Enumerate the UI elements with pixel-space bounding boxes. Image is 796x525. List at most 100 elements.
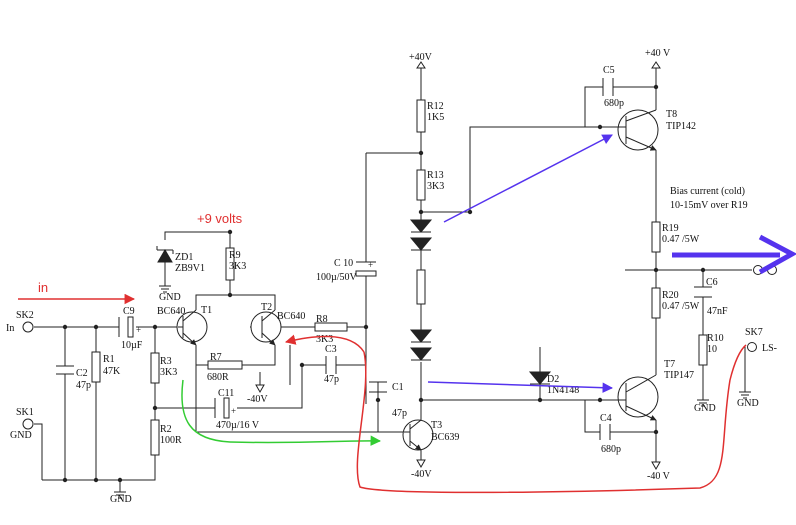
svg-text:R12: R12: [427, 101, 444, 112]
svg-text:R7: R7: [210, 352, 222, 363]
wiring: [34, 68, 752, 492]
svg-text:R19: R19: [662, 223, 679, 234]
svg-text:TIP147: TIP147: [664, 370, 694, 381]
capacitor-c1: C1 47p: [369, 381, 407, 419]
transistor-t2: T2 BC640: [250, 302, 305, 346]
svg-text:100R: 100R: [160, 435, 182, 446]
capacitor-c4: C4 680p: [599, 413, 621, 455]
capacitor-c5: C5 680p: [602, 65, 624, 109]
svg-text:T1: T1: [201, 305, 212, 316]
svg-text:3K3: 3K3: [427, 181, 444, 192]
svg-text:C4: C4: [600, 413, 612, 424]
resistor-r19: R19 0.47 /5W: [651, 221, 700, 253]
connector-sk7[interactable]: SK7 LS-: [745, 327, 777, 354]
svg-text:470µ/16 V: 470µ/16 V: [216, 420, 260, 431]
svg-text:0.47 /5W: 0.47 /5W: [662, 301, 700, 312]
annotations: in +9 volts Bias current (cold) 10-15mV …: [18, 134, 796, 494]
connector-sk1[interactable]: SK1 GND: [10, 407, 34, 441]
svg-text:+: +: [368, 260, 373, 270]
svg-text:R20: R20: [662, 290, 679, 301]
svg-text:+: +: [231, 406, 236, 416]
svg-text:T8: T8: [666, 109, 677, 120]
svg-text:C9: C9: [123, 306, 135, 317]
svg-text:R10: R10: [707, 333, 724, 344]
svg-text:T7: T7: [664, 359, 675, 370]
svg-text:R8: R8: [316, 314, 328, 325]
svg-text:R3: R3: [160, 356, 172, 367]
svg-text:C11: C11: [218, 388, 234, 399]
resistor-r13: R13 3K3: [416, 169, 444, 201]
rail-neg40-t2: -40V: [247, 394, 268, 405]
resistor-r12: R12 1K5: [416, 99, 444, 133]
svg-text:47K: 47K: [103, 366, 121, 377]
ground-symbols: GND GND GND GND: [110, 285, 759, 505]
output-arrow-head: [758, 234, 796, 275]
sk2-pin: In: [6, 323, 14, 334]
svg-text:47p: 47p: [392, 408, 407, 419]
feedback-arrow-head: [284, 334, 365, 353]
svg-text:GND: GND: [159, 292, 181, 303]
svg-text:47p: 47p: [76, 380, 91, 391]
sk7-name: SK7: [745, 327, 763, 338]
svg-text:10: 10: [707, 344, 717, 355]
capacitor-c11: + C11 470µ/16 V: [214, 388, 260, 431]
resistor-r2: R2 100R: [150, 419, 182, 456]
transistor-t3: T3 BC639: [402, 419, 459, 451]
in-label: in: [38, 280, 48, 295]
rail-pos40-right: +40 V: [645, 48, 671, 59]
svg-text:680R: 680R: [207, 372, 229, 383]
transistor-t8: T8 TIP142: [615, 109, 696, 151]
supply-rails: +40V +40 V -40V -40V -40 V: [247, 48, 671, 482]
diode-stack: [409, 219, 433, 361]
bias-note-line1: Bias current (cold): [670, 186, 745, 197]
connector-sk2[interactable]: SK2 In: [6, 310, 34, 334]
capacitor-c10: + C 10 100µ/50V: [316, 258, 377, 283]
svg-text:BC640: BC640: [157, 306, 185, 317]
svg-text:GND: GND: [110, 494, 132, 505]
bias-note-line2: 10-15mV over R19: [670, 200, 748, 211]
resistor-r9: R9 3K3: [225, 247, 246, 281]
transistor-t7: T7 TIP147: [615, 359, 694, 421]
svg-text:680p: 680p: [601, 444, 621, 455]
rail-pos40-left: +40V: [409, 52, 433, 63]
svg-text:1K5: 1K5: [427, 112, 444, 123]
sk2-name: SK2: [16, 310, 34, 321]
svg-text:47nF: 47nF: [707, 306, 728, 317]
transistor-t1: BC640 T1: [157, 305, 212, 346]
svg-text:TIP142: TIP142: [666, 121, 696, 132]
svg-text:+: +: [136, 325, 141, 335]
zener-zd1: ZD1 ZB9V1: [156, 246, 205, 274]
rail-neg40-t3: -40V: [411, 469, 432, 480]
resistor-r1: R1 47K: [91, 351, 121, 383]
svg-text:0.47 /5W: 0.47 /5W: [662, 234, 700, 245]
resistor-r3: R3 3K3: [150, 352, 177, 384]
svg-text:ZB9V1: ZB9V1: [175, 263, 205, 274]
svg-text:47p: 47p: [324, 374, 339, 385]
svg-text:C3: C3: [325, 344, 337, 355]
svg-text:GND: GND: [737, 398, 759, 409]
svg-text:GND: GND: [694, 403, 716, 414]
capacitor-c2: C2 47p: [56, 355, 91, 391]
blue-arrow-upper: [443, 134, 613, 223]
plus9-label: +9 volts: [197, 211, 243, 226]
svg-text:3K3: 3K3: [160, 367, 177, 378]
svg-text:T3: T3: [431, 420, 442, 431]
svg-text:R13: R13: [427, 170, 444, 181]
svg-text:D2: D2: [547, 374, 559, 385]
svg-text:C1: C1: [392, 382, 404, 393]
rail-neg40-t7: -40 V: [647, 471, 671, 482]
svg-text:C5: C5: [603, 65, 615, 76]
sk7-pin: LS-: [762, 343, 777, 354]
svg-text:100µ/50V: 100µ/50V: [316, 272, 358, 283]
svg-text:ZD1: ZD1: [175, 252, 193, 263]
svg-text:C 10: C 10: [334, 258, 353, 269]
svg-text:R9: R9: [229, 250, 241, 261]
capacitor-c9: + C9 10µF: [118, 306, 143, 351]
svg-text:R2: R2: [160, 424, 172, 435]
feedback-loop-path: [356, 344, 747, 494]
resistor-r20: R20 0.47 /5W: [651, 287, 700, 319]
svg-text:10µF: 10µF: [121, 340, 143, 351]
svg-text:1N4148: 1N4148: [547, 385, 579, 396]
diode-d2: D2 1N4148: [528, 371, 579, 400]
svg-text:3K3: 3K3: [229, 261, 246, 272]
